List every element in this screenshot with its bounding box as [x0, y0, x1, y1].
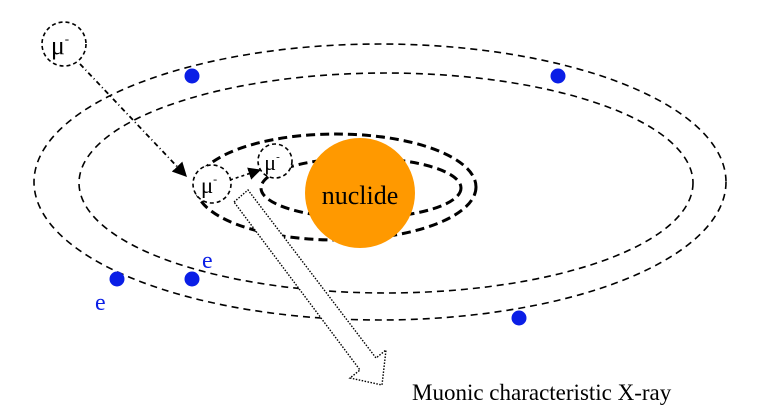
svg-text:μ-: μ- [51, 31, 69, 60]
middle-electron-orbit [78, 72, 694, 294]
electron-label: e [95, 290, 106, 316]
nucleus-label: nuclide [322, 181, 399, 210]
xray-emission-arrow [233, 188, 387, 386]
muon-captured: μ- [192, 164, 232, 204]
muon-incoming: μ- [41, 21, 87, 67]
muon-capture-arrow [79, 63, 187, 178]
electron-label: e [202, 248, 213, 274]
muon-transition-arrow [229, 167, 262, 181]
outer-electron-orbit [33, 43, 727, 321]
electron-dot [550, 68, 566, 84]
electron-dot [109, 271, 125, 287]
electron-dot [184, 68, 200, 84]
electron-dot [511, 310, 527, 326]
xray-label: Muonic characteristic X-ray [412, 380, 672, 405]
svg-text:μ-: μ- [201, 172, 217, 198]
svg-text:μ-: μ- [264, 150, 280, 175]
muon-inner-orbit: μ- [257, 143, 293, 179]
electron-dot [184, 271, 200, 287]
nucleus [305, 138, 415, 248]
